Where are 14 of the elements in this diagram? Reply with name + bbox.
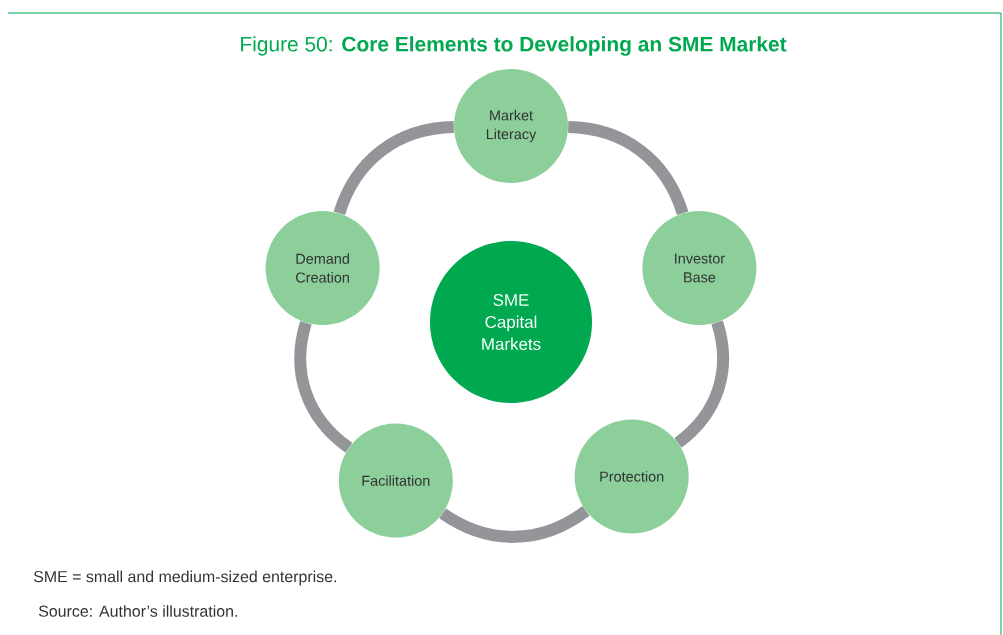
circle-node: Protection <box>574 419 689 534</box>
ring-arc <box>567 121 689 216</box>
ring-arc <box>294 321 353 453</box>
circle-node: Demand Creation <box>265 210 380 325</box>
ring-arc <box>674 320 730 448</box>
circle-node: Facilitation <box>338 423 453 538</box>
circle-node: SME Capital Markets <box>430 241 592 403</box>
ring-arc <box>439 505 590 543</box>
circle-node: Market Literacy <box>454 69 568 183</box>
figure-title: Figure 50: Core Elements to Developing an SME Market <box>241 36 787 56</box>
note-text: SME = small and medium-sized enterprise. <box>33 570 336 586</box>
note-text: Source: Author’s illustration. <box>38 605 237 617</box>
circle-node: Investor Base <box>642 210 757 325</box>
ring-arc <box>333 121 455 216</box>
